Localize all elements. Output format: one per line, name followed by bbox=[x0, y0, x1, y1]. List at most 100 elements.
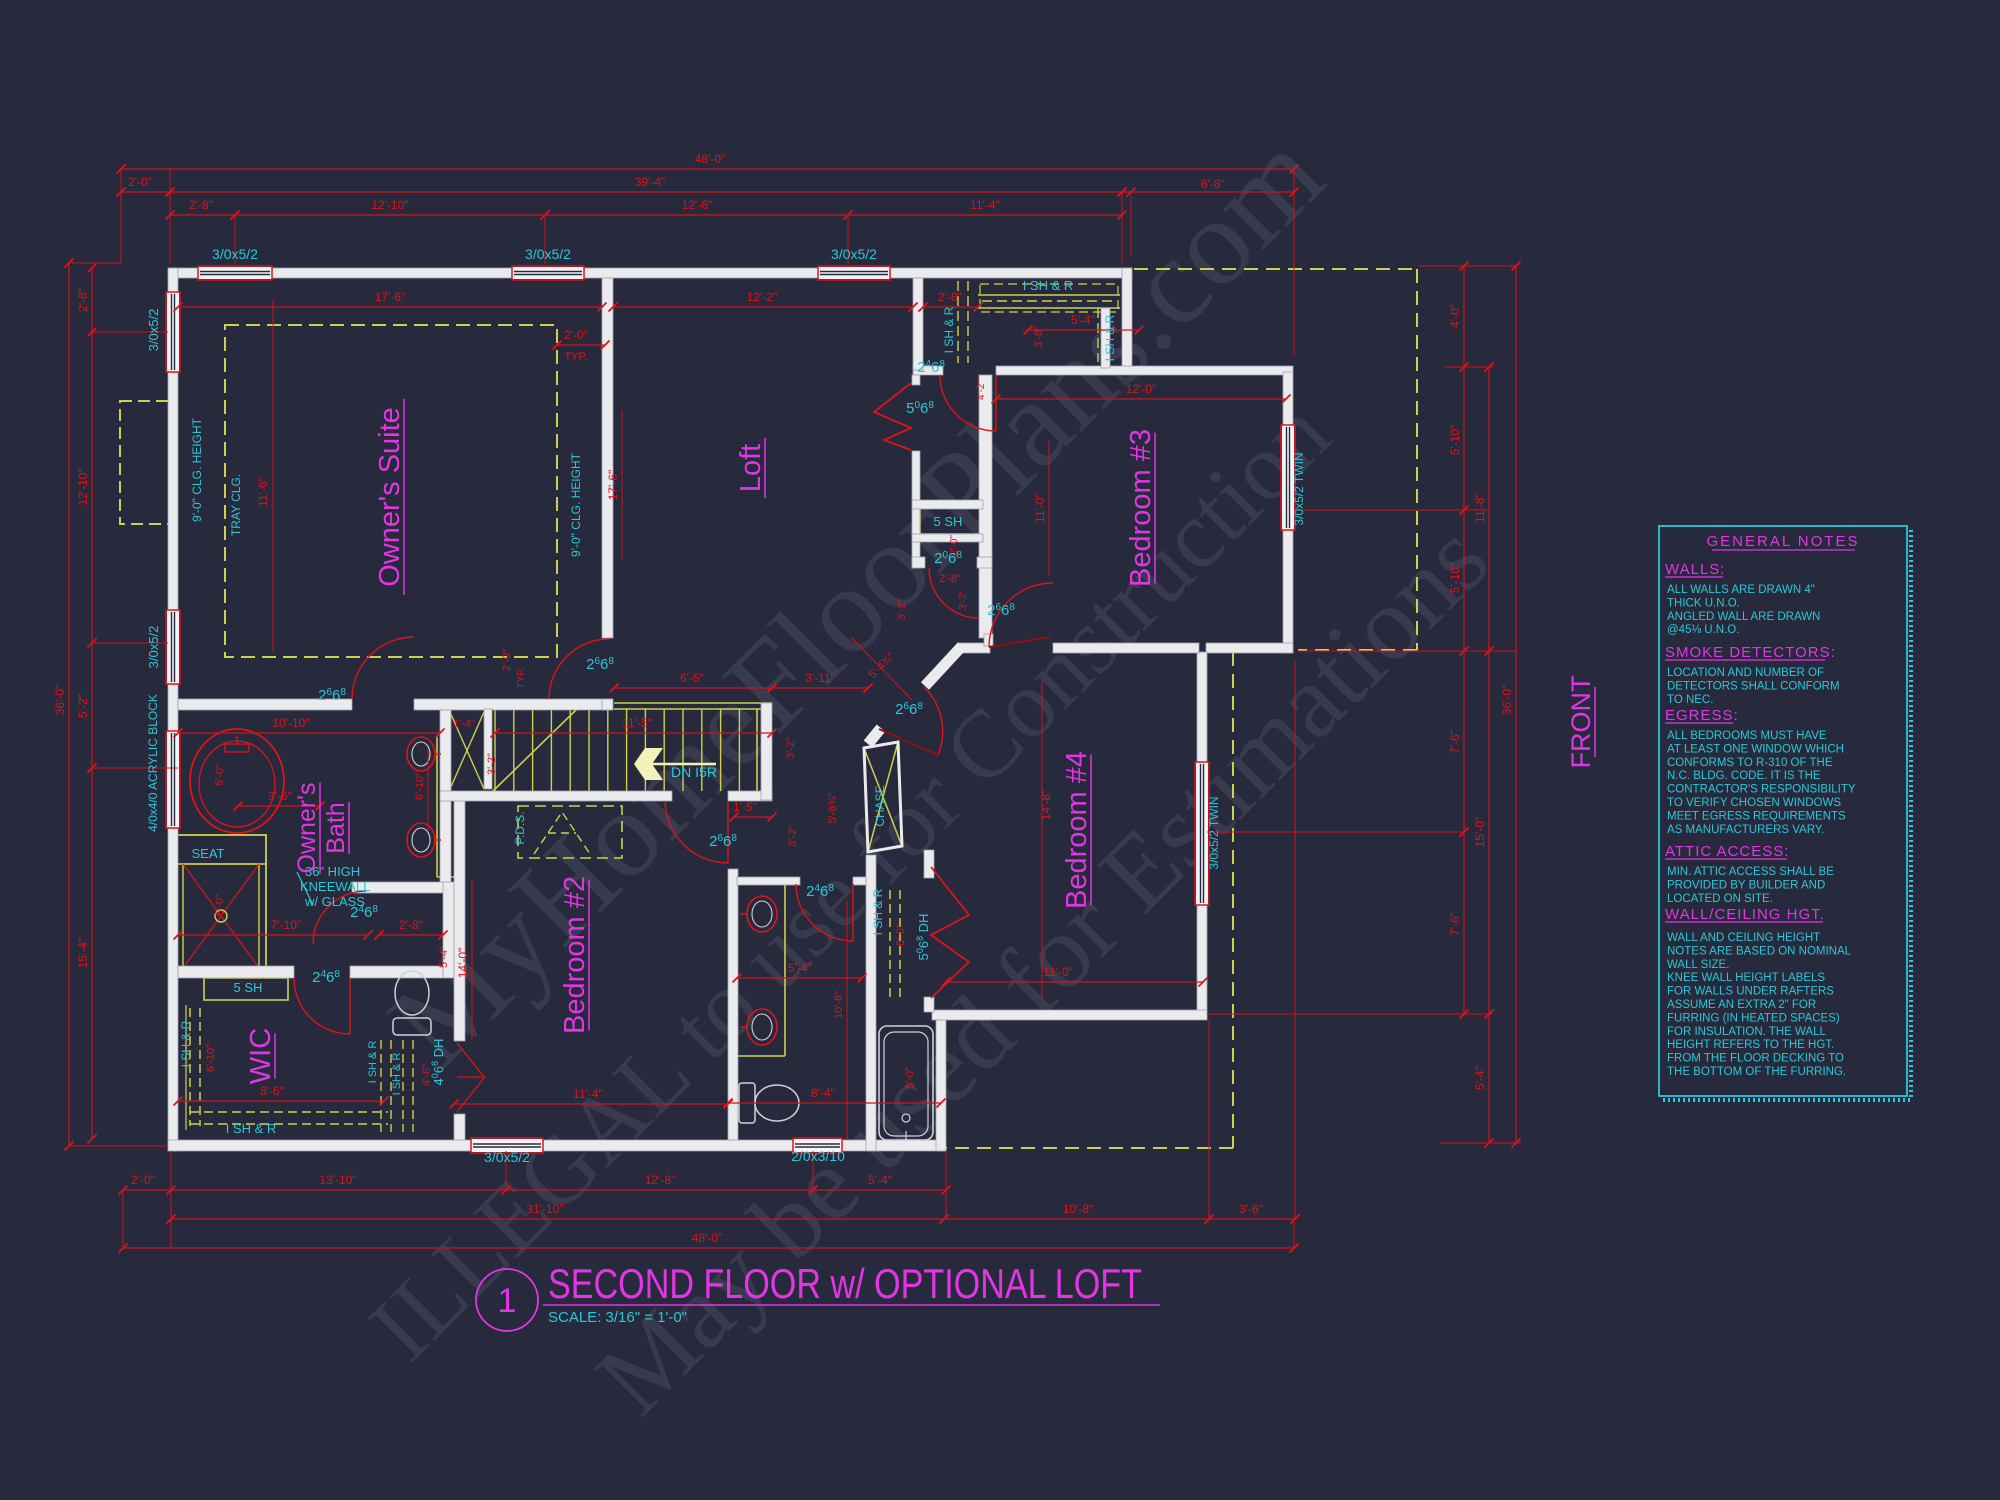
svg-text:5'-8¾": 5'-8¾" bbox=[827, 792, 839, 823]
svg-text:11'-4": 11'-4" bbox=[970, 198, 1000, 212]
svg-text:3'-2": 3'-2" bbox=[787, 825, 799, 847]
svg-text:2'-0": 2'-0" bbox=[128, 175, 152, 189]
svg-text:5'-10": 5'-10" bbox=[1448, 425, 1462, 456]
svg-text:5'-10": 5'-10" bbox=[1448, 563, 1462, 594]
svg-text:6'-10": 6'-10" bbox=[414, 772, 426, 800]
svg-text:3/0x5/2: 3/0x5/2 bbox=[831, 246, 877, 262]
svg-text:I SH & R: I SH & R bbox=[1023, 278, 1074, 293]
svg-text:3/0x5/2: 3/0x5/2 bbox=[212, 246, 258, 262]
svg-text:1'-4": 1'-4" bbox=[453, 718, 475, 730]
svg-text:SCALE: 3/16" = 1'-0": SCALE: 3/16" = 1'-0" bbox=[548, 1309, 687, 1326]
svg-text:3/0x5/2: 3/0x5/2 bbox=[146, 309, 161, 352]
svg-text:5'-4": 5'-4" bbox=[1473, 1066, 1487, 1090]
svg-text:CHASE: CHASE bbox=[873, 785, 887, 826]
svg-text:TO VERIFY CHOSEN WINDOWS: TO VERIFY CHOSEN WINDOWS bbox=[1667, 797, 1841, 809]
svg-text:P.D.S.: P.D.S. bbox=[513, 811, 527, 844]
svg-text:11'-4": 11'-4" bbox=[573, 1087, 603, 1101]
svg-text:I SH & R: I SH & R bbox=[1103, 314, 1117, 361]
svg-text:31'-10": 31'-10" bbox=[526, 1202, 563, 1216]
svg-text:7'-10": 7'-10" bbox=[271, 918, 302, 932]
svg-text:5 SH: 5 SH bbox=[234, 980, 263, 995]
svg-text:11'-6": 11'-6" bbox=[256, 477, 270, 507]
svg-text:MEET EGRESS REQUIREMENTS: MEET EGRESS REQUIREMENTS bbox=[1667, 810, 1846, 822]
svg-text:I SH & R: I SH & R bbox=[871, 888, 885, 935]
svg-text:5'-0": 5'-0" bbox=[214, 894, 226, 916]
svg-text:5068: 5068 bbox=[906, 400, 934, 417]
svg-text:3/0x5/2: 3/0x5/2 bbox=[525, 246, 571, 262]
svg-text:3'-2": 3'-2" bbox=[486, 753, 498, 775]
svg-text:36'-0": 36'-0" bbox=[53, 685, 67, 716]
svg-text:DN I5R: DN I5R bbox=[671, 764, 717, 780]
svg-text:7'-6": 7'-6" bbox=[1448, 730, 1462, 754]
svg-text:4'-6": 4'-6" bbox=[421, 1064, 433, 1086]
svg-text:TYP.: TYP. bbox=[564, 351, 587, 363]
svg-text:Loft: Loft bbox=[735, 444, 767, 492]
svg-text:CONTRACTOR'S RESPONSIBILITY: CONTRACTOR'S RESPONSIBILITY bbox=[1667, 784, 1856, 796]
svg-text:5'-0": 5'-0" bbox=[904, 1067, 916, 1089]
svg-text:2668: 2668 bbox=[895, 701, 923, 718]
svg-text:FOR WALLS UNDER RAFTERS: FOR WALLS UNDER RAFTERS bbox=[1667, 986, 1834, 998]
svg-text:KNEE WALL HEIGHT LABELS: KNEE WALL HEIGHT LABELS bbox=[1667, 972, 1825, 984]
svg-text:10'-10": 10'-10" bbox=[272, 716, 309, 730]
svg-text:13'-10": 13'-10" bbox=[319, 1173, 356, 1187]
svg-text:2468: 2468 bbox=[312, 969, 340, 986]
svg-text:NOTES ARE BASED ON NOMINAL: NOTES ARE BASED ON NOMINAL bbox=[1667, 945, 1852, 957]
svg-text:11'-0": 11'-0" bbox=[1043, 965, 1073, 979]
svg-text:I SH & R: I SH & R bbox=[226, 1121, 277, 1136]
svg-text:9'-0" CLG. HEIGHT: 9'-0" CLG. HEIGHT bbox=[190, 417, 204, 522]
svg-text:I SH & R: I SH & R bbox=[179, 1020, 193, 1067]
svg-text:Bath: Bath bbox=[322, 802, 350, 853]
svg-text:3'-2": 3'-2" bbox=[785, 737, 797, 759]
svg-text:2468: 2468 bbox=[350, 904, 378, 921]
svg-text:39'-4": 39'-4" bbox=[635, 175, 666, 189]
svg-text:5'-2": 5'-2" bbox=[76, 694, 90, 718]
svg-text:WALL SIZE.: WALL SIZE. bbox=[1667, 959, 1729, 971]
svg-text:8'-4": 8'-4" bbox=[811, 1086, 835, 1100]
svg-text:2668: 2668 bbox=[987, 602, 1015, 619]
svg-text:3'-2": 3'-2" bbox=[958, 590, 969, 610]
svg-text:3/0x5/2: 3/0x5/2 bbox=[146, 626, 161, 669]
svg-text:Bedroom #3: Bedroom #3 bbox=[1125, 429, 1157, 587]
svg-text:3/0x5/2 TWIN: 3/0x5/2 TWIN bbox=[1292, 452, 1306, 525]
svg-text:PROVIDED BY BUILDER AND: PROVIDED BY BUILDER AND bbox=[1667, 879, 1825, 891]
svg-text:I SH & R: I SH & R bbox=[942, 306, 956, 353]
svg-text:5'-4": 5'-4" bbox=[438, 946, 450, 968]
svg-text:36" HIGH: 36" HIGH bbox=[305, 864, 360, 879]
svg-text:3/0x5/2: 3/0x5/2 bbox=[484, 1149, 530, 1165]
svg-text:48'-0": 48'-0" bbox=[692, 1231, 723, 1245]
svg-text:15'-4": 15'-4" bbox=[76, 938, 90, 969]
svg-text:N.C. BLDG. CODE. IT IS THE: N.C. BLDG. CODE. IT IS THE bbox=[1667, 770, 1821, 782]
svg-text:6'-5": 6'-5" bbox=[680, 671, 704, 685]
svg-text:2468: 2468 bbox=[806, 883, 834, 900]
svg-text:12'-0": 12'-0" bbox=[1126, 382, 1157, 396]
svg-text:17'-6": 17'-6" bbox=[606, 470, 620, 501]
svg-text:GENERAL NOTES: GENERAL NOTES bbox=[1707, 533, 1860, 550]
svg-text:11'-5": 11'-5" bbox=[622, 716, 652, 730]
svg-text:4'-0": 4'-0" bbox=[1448, 304, 1462, 328]
svg-text:6'-10": 6'-10" bbox=[205, 1044, 217, 1072]
svg-text:ATTIC ACCESS:: ATTIC ACCESS: bbox=[1665, 843, 1789, 860]
svg-text:12'-6": 12'-6" bbox=[682, 198, 713, 212]
svg-text:SECOND FLOOR w/ OPTIONAL LOFT: SECOND FLOOR w/ OPTIONAL LOFT bbox=[548, 1260, 1142, 1307]
svg-text:AT LEAST ONE WINDOW WHICH: AT LEAST ONE WINDOW WHICH bbox=[1667, 743, 1844, 755]
svg-text:5 SH: 5 SH bbox=[934, 514, 963, 529]
svg-text:14'-8": 14'-8" bbox=[1039, 790, 1053, 821]
svg-text:2468: 2468 bbox=[917, 359, 945, 376]
svg-text:TO NEC.: TO NEC. bbox=[1667, 694, 1713, 706]
svg-text:17'-6": 17'-6" bbox=[375, 290, 406, 304]
svg-text:WIC: WIC bbox=[245, 1028, 277, 1084]
svg-text:1'-5": 1'-5" bbox=[733, 800, 757, 814]
svg-text:WALL/CEILING HGT.: WALL/CEILING HGT. bbox=[1665, 906, 1825, 923]
svg-text:2'-8": 2'-8" bbox=[189, 198, 213, 212]
svg-text:6'-8": 6'-8" bbox=[1201, 177, 1225, 191]
svg-text:3'-6": 3'-6" bbox=[268, 789, 292, 803]
svg-text:48'-0": 48'-0" bbox=[695, 152, 726, 166]
svg-text:WALL AND CEILING HEIGHT: WALL AND CEILING HEIGHT bbox=[1667, 932, 1820, 944]
svg-text:Bedroom #4: Bedroom #4 bbox=[1061, 751, 1093, 909]
svg-text:2'-8": 2'-8" bbox=[76, 288, 90, 312]
svg-text:2068: 2068 bbox=[934, 550, 962, 567]
svg-text:3/0x5/2 TWIN: 3/0x5/2 TWIN bbox=[1207, 796, 1221, 869]
svg-text:WALLS:: WALLS: bbox=[1665, 561, 1725, 578]
svg-text:12'-10": 12'-10" bbox=[371, 198, 408, 212]
svg-text:5'-4": 5'-4" bbox=[788, 961, 812, 975]
